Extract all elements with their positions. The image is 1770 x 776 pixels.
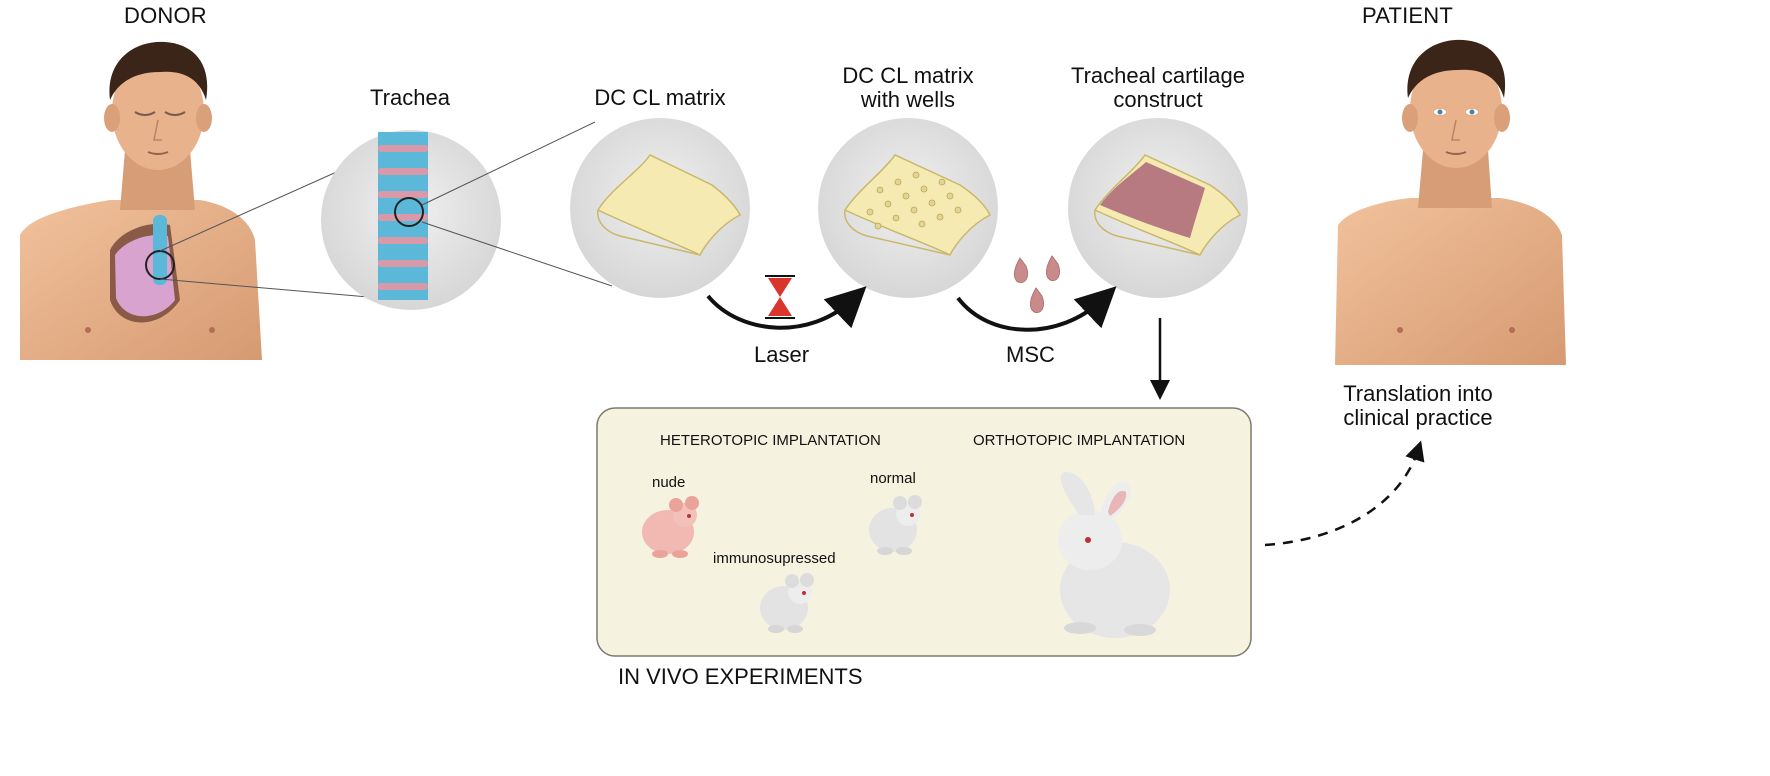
construct-line2: construct: [1113, 87, 1203, 112]
in-vivo-title: IN VIVO EXPERIMENTS: [618, 664, 863, 689]
immunosupressed-mouse: [760, 573, 814, 633]
heterotopic-label: HETEROTOPIC IMPLANTATION: [660, 432, 881, 449]
laser-label: Laser: [754, 342, 810, 367]
rabbit: [1058, 471, 1170, 638]
dashed-arrow: [1264, 440, 1425, 547]
dc-cl-wells-illustration: [818, 118, 998, 298]
patient-caption: Translation into clinical practice: [1318, 382, 1518, 430]
patient-caption-line1: Translation into: [1343, 381, 1493, 406]
trachea-label: Trachea: [370, 85, 450, 110]
donor-title: DONOR: [124, 3, 207, 28]
construct-illustration: [1068, 118, 1248, 298]
laser-arrow: [706, 275, 867, 330]
dc-cl-wells-label: DC CL matrix with wells: [808, 64, 1008, 112]
donor-figure: [20, 41, 262, 360]
patient-title: PATIENT: [1362, 3, 1454, 28]
msc-cells: [1014, 255, 1060, 313]
normal-mouse: [869, 495, 922, 555]
normal-label: normal: [870, 470, 916, 487]
dc-cl-matrix-label: DC CL matrix: [594, 85, 726, 110]
dc-cl-wells-line1: DC CL matrix: [842, 63, 974, 88]
msc-arrow: [956, 255, 1117, 332]
nude-mouse: [642, 496, 699, 558]
nude-label: nude: [652, 474, 686, 491]
orthotopic-label: ORTHOTOPIC IMPLANTATION: [973, 432, 1186, 449]
dc-cl-wells-line2: with wells: [860, 87, 956, 112]
dc-cl-matrix-illustration: [570, 118, 750, 298]
construct-line1: Tracheal cartilage: [1070, 63, 1246, 88]
patient-figure: [1335, 39, 1566, 365]
msc-label: MSC: [1006, 342, 1055, 367]
immunosupressed-label: immunosupressed: [713, 550, 836, 567]
patient-caption-line2: clinical practice: [1343, 405, 1493, 430]
trachea-illustration: [321, 130, 501, 310]
construct-label: Tracheal cartilage construct: [1048, 64, 1268, 112]
